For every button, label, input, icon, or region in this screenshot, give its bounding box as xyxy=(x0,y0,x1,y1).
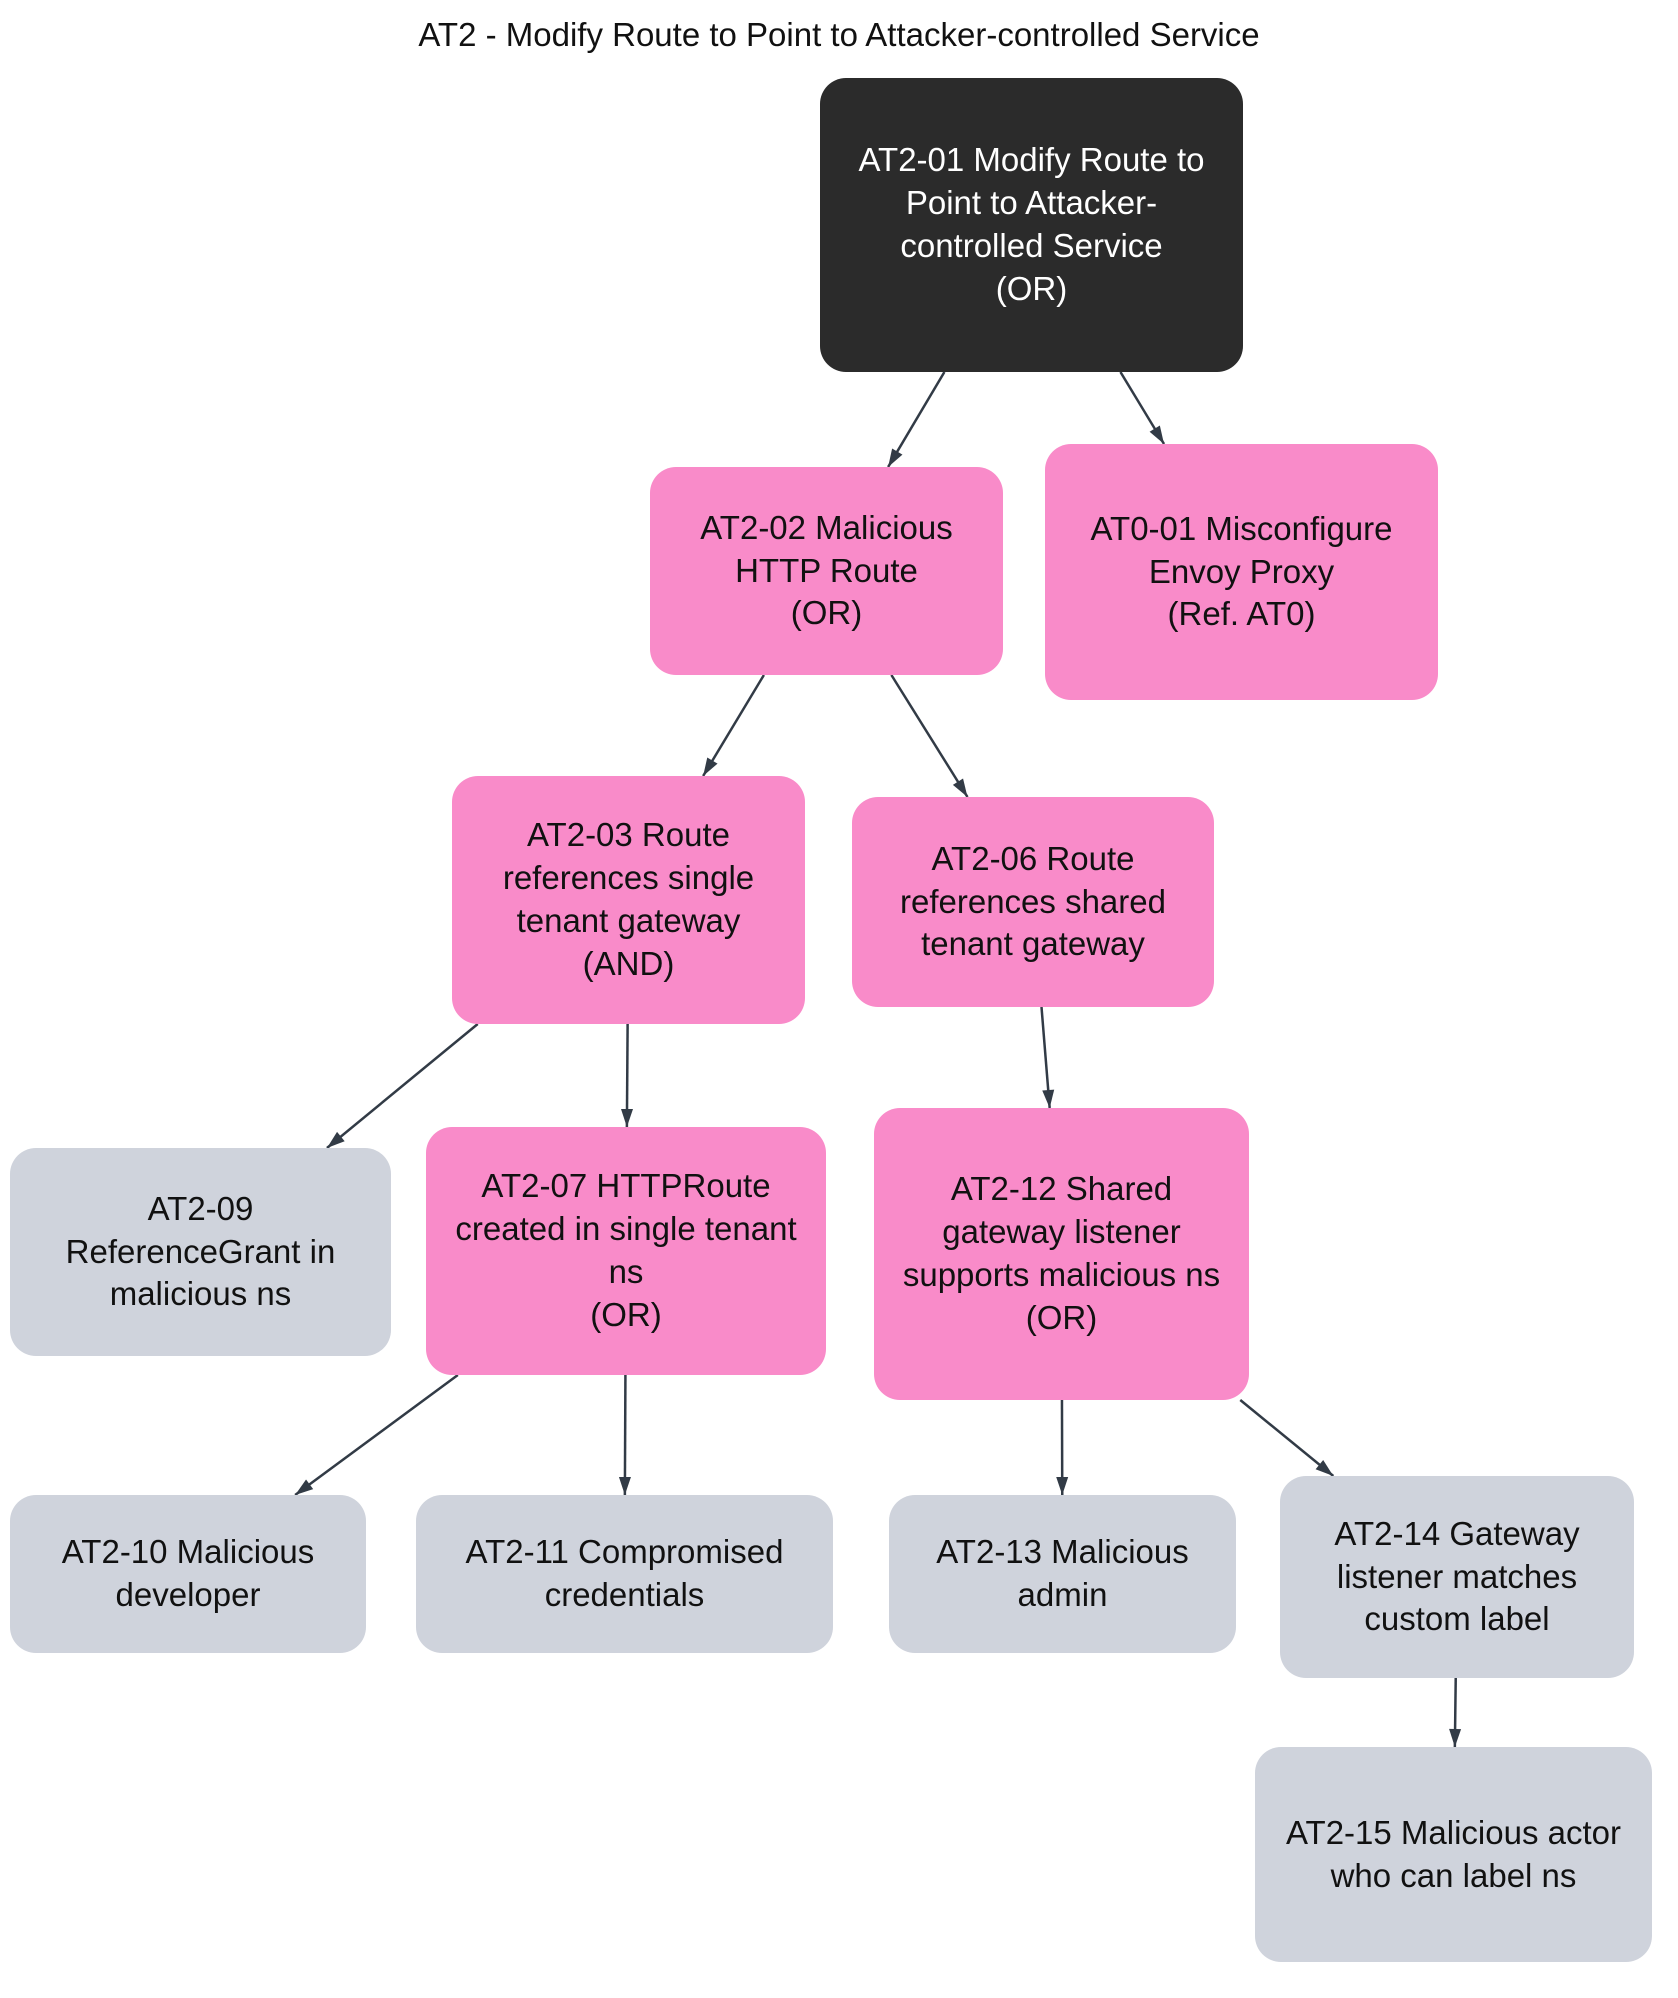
edge-at2-07-to-at2-11 xyxy=(618,1374,631,1496)
node-label: AT2-11 Compromised credentials xyxy=(465,1533,784,1613)
node-at2-01: AT2-01 Modify Route to Point to Attacker… xyxy=(820,78,1243,372)
edge-at2-07-to-at2-10 xyxy=(294,1373,459,1497)
node-gate-label: (AND) xyxy=(582,944,675,982)
edge-at2-01-to-at0-01 xyxy=(1119,371,1166,445)
node-label: AT2-13 Malicious admin xyxy=(936,1533,1189,1613)
node-at2-12: AT2-12 Shared gateway listener supports … xyxy=(874,1108,1249,1400)
node-label: AT2-15 Malicious actor who can label ns xyxy=(1285,1813,1621,1894)
node-at2-03: AT2-03 Route references single tenant ga… xyxy=(452,776,805,1024)
node-at2-11: AT2-11 Compromised credentials xyxy=(416,1495,833,1653)
node-label: AT2-09 ReferenceGrant in malicious ns xyxy=(65,1189,336,1313)
node-label: AT2-01 Modify Route to Point to Attacker… xyxy=(858,141,1205,264)
node-at2-09: AT2-09 ReferenceGrant in malicious ns xyxy=(10,1148,391,1356)
node-at2-14: AT2-14 Gateway listener matches custom l… xyxy=(1280,1476,1634,1678)
node-label: AT2-14 Gateway listener matches custom l… xyxy=(1334,1514,1580,1638)
node-label: AT2-02 Malicious HTTP Route xyxy=(700,508,953,589)
node-label: AT2-10 Malicious developer xyxy=(61,1533,315,1613)
edge-at2-03-to-at2-07 xyxy=(621,1023,634,1128)
node-at2-13: AT2-13 Malicious admin xyxy=(889,1495,1236,1653)
edge-at2-02-to-at2-03 xyxy=(702,674,765,777)
node-gate-label: (OR) xyxy=(590,1295,662,1333)
node-at2-02: AT2-02 Malicious HTTP Route (OR) xyxy=(650,467,1003,675)
diagram-title: AT2 - Modify Route to Point to Attacker-… xyxy=(418,16,1260,53)
node-at2-15: AT2-15 Malicious actor who can label ns xyxy=(1255,1747,1652,1962)
node-gate-label: (OR) xyxy=(1025,1298,1098,1336)
edge-at2-01-to-at2-02 xyxy=(887,371,946,468)
node-at0-01: AT0-01 Misconfigure Envoy Proxy (Ref. AT… xyxy=(1045,444,1438,700)
node-at2-07: AT2-07 HTTPRoute created in single tenan… xyxy=(426,1127,826,1375)
node-at2-10: AT2-10 Malicious developer xyxy=(10,1495,366,1653)
node-label: AT2-12 Shared gateway listener supports … xyxy=(902,1170,1221,1293)
node-label: AT2-03 Route references single tenant ga… xyxy=(502,816,755,939)
edge-at2-02-to-at2-06 xyxy=(890,674,969,798)
node-gate-label: (Ref. AT0) xyxy=(1167,595,1316,633)
edge-at2-06-to-at2-12 xyxy=(1040,1006,1055,1109)
edge-at2-12-to-at2-14 xyxy=(1239,1399,1335,1477)
edge-at2-14-to-at2-15 xyxy=(1449,1677,1462,1748)
node-label: AT0-01 Misconfigure Envoy Proxy xyxy=(1090,509,1393,590)
node-label: AT2-07 HTTPRoute created in single tenan… xyxy=(455,1167,797,1290)
node-gate-label: (OR) xyxy=(790,594,863,632)
node-gate-label: (OR) xyxy=(995,269,1068,307)
node-at2-06: AT2-06 Route references shared tenant ga… xyxy=(852,797,1214,1007)
node-label: AT2-06 Route references shared tenant ga… xyxy=(900,839,1166,963)
